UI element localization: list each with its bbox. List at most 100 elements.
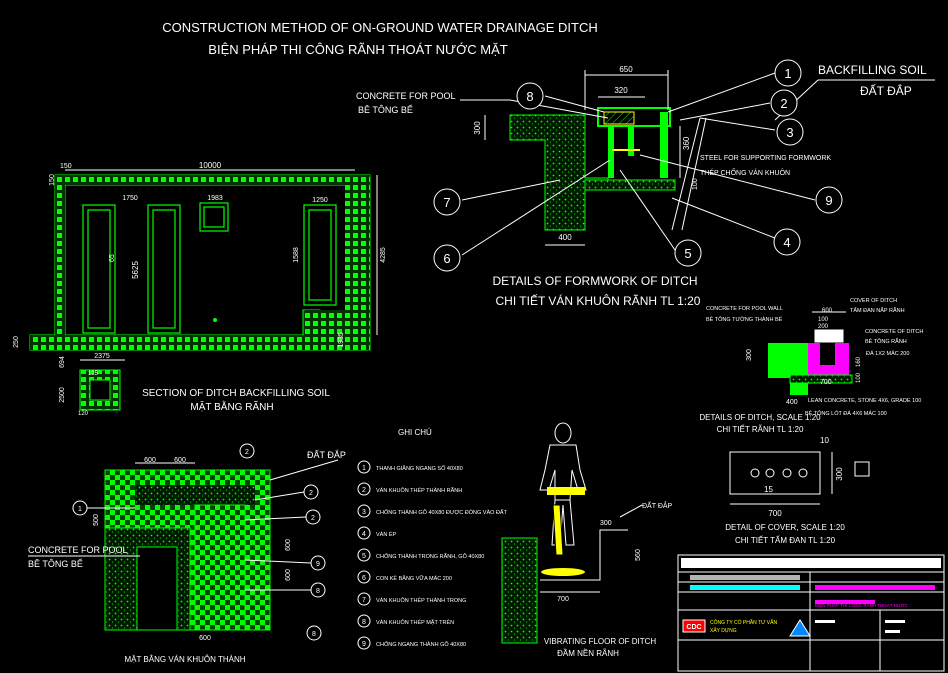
dim-5625: 5625	[131, 261, 140, 279]
title-block[interactable]: CDC CÔNG TY CỔ PHẦN TƯ VẤN XÂY DỰNG BIỆN…	[677, 554, 945, 672]
fp-backfill-label: ĐẤT ĐẮP	[307, 450, 346, 460]
ditch-formwork-floor	[808, 365, 849, 375]
tb-logo-text: CDC	[686, 624, 701, 631]
ditch-dim-50: 50	[822, 335, 829, 341]
bubble-5[interactable]: 5	[674, 239, 702, 267]
vib-caption: VIBRATING FLOOR OF DITCH	[544, 637, 657, 646]
fp-bubble-2-top[interactable]: 2	[239, 443, 255, 459]
bubble-7[interactable]: 7	[433, 188, 461, 216]
vib-dim-560: 560	[635, 549, 642, 561]
note-text: CON KÊ BẰNG VỮA MÁC 200	[376, 574, 452, 582]
concrete-wall-label-vn: BÊ TÔNG TƯỜNG THÀNH BỂ	[706, 315, 783, 323]
bubble-1[interactable]: 1	[774, 59, 802, 87]
note-number-bubble	[357, 548, 371, 562]
inner-wall-right	[628, 126, 634, 156]
note-text: VÁN KHUÔN THÉP THÀNH TRONG	[376, 597, 466, 604]
note-text: THANH GIẰNG NGANG SỐ 40X80	[376, 464, 463, 472]
bubble-4[interactable]: 4	[773, 228, 801, 256]
note-number: 2	[362, 487, 366, 494]
note-text: VÁN ÉP	[376, 531, 397, 538]
ditch-detail[interactable]: 600 100 200 50 300 400 700 160 100 CONCR…	[699, 298, 923, 434]
steel-support-label: STEEL FOR SUPPORTING FORMWORK	[700, 155, 831, 162]
note-number-bubble	[357, 592, 371, 606]
fp-bubble-8a[interactable]: 8	[310, 582, 326, 598]
cover-label: COVER OF DITCH	[850, 298, 897, 304]
small-plan-block	[79, 369, 121, 411]
vib-caption-vn: ĐẦM NỀN RÃNH	[557, 648, 619, 658]
ditch-plan-view[interactable]: 10000 150 1750 1983 1250 5625 65 1588 42…	[13, 161, 387, 417]
cover-hole-4	[798, 468, 808, 478]
cover-detail[interactable]: 10 15 700 300 DETAIL OF COVER, SCALE 1:2…	[725, 436, 870, 545]
note-number-bubble	[357, 570, 371, 584]
fp-bubble-1[interactable]: 1	[72, 500, 88, 516]
dim-1750: 1750	[122, 195, 138, 202]
concrete-ditch-label-vn: BÊ TÔNG RÃNH	[865, 337, 907, 345]
note-number: 9	[362, 641, 366, 648]
svg-text:9: 9	[825, 193, 832, 208]
plan-caption-vn: MẶT BẰNG RÃNH	[190, 400, 273, 413]
note-number-bubble	[357, 614, 371, 628]
concrete-ditch-label: CONCRETE OF DITCH	[865, 329, 923, 335]
note-number-bubble	[357, 504, 371, 518]
note-number-bubble	[357, 482, 371, 496]
tb-logo	[682, 619, 706, 633]
formwork-plan[interactable]: 600 600 500 600 600 600 ĐẤT ĐẮP CONCRETE…	[28, 443, 346, 664]
dim-10000: 10000	[199, 161, 222, 170]
fp-bubble-8b[interactable]: 8	[306, 625, 322, 641]
bubble-9[interactable]: 9	[815, 186, 843, 214]
plan-pit-1-inner	[87, 209, 111, 329]
vib-dim-700: 700	[557, 596, 569, 603]
fp-bubble-2b[interactable]: 2	[305, 509, 321, 525]
bubble-2[interactable]: 2	[770, 89, 798, 117]
cover-dim-15: 15	[764, 485, 773, 494]
svg-text:8: 8	[312, 631, 316, 638]
fp-bubble-9[interactable]: 9	[310, 555, 326, 571]
vibrator-plate	[541, 568, 585, 576]
formwork-caption: DETAILS OF FORMWORK OF DITCH	[492, 274, 697, 288]
fp-bubble-2a[interactable]: 2	[303, 484, 319, 500]
backfill-label: BACKFILLING SOIL	[818, 63, 927, 77]
svg-text:8: 8	[526, 89, 533, 104]
note-text: CHỐNG THÀNH TRONG RÃNH, GỖ 40X80	[376, 553, 484, 560]
dim-120: 120	[78, 411, 89, 417]
notes-heading: GHI CHÚ	[398, 428, 432, 437]
note-number: 5	[362, 553, 366, 560]
cover-hole-1	[750, 468, 760, 478]
note-number-bubble	[357, 526, 371, 540]
dim-300: 300	[473, 121, 482, 135]
fp-dim-600d: 600	[285, 569, 292, 581]
ditch-dim-300: 300	[746, 349, 753, 361]
fp-dim-500: 500	[93, 514, 100, 526]
dim-360: 360	[682, 136, 691, 150]
formwork-concrete-section	[509, 114, 609, 231]
bubble-3[interactable]: 3	[776, 118, 804, 146]
svg-text:2: 2	[311, 515, 315, 522]
title-vn: BIỆN PHÁP THI CÔNG RÃNH THOÁT NƯỚC MẶT	[208, 42, 507, 57]
svg-text:2: 2	[245, 449, 249, 456]
tb-row-c	[815, 585, 935, 590]
formwork-detail[interactable]: 650 320 300 360 100 400 CONCRETE FOR POO…	[356, 59, 935, 308]
worker-figure	[539, 422, 587, 546]
note-text: CHỐNG THÀNH GỖ 40X80 ĐƯỢC ĐÓNG VÀO ĐẤT	[376, 509, 508, 516]
vibrator-handle	[547, 487, 585, 495]
bubble-8[interactable]: 8	[516, 82, 544, 110]
note-item: 9 CHỐNG NGANG THÀNH GỖ 40X80	[357, 636, 466, 650]
formwork-caption-vn: CHI TIẾT VÁN KHUÔN RÃNH TL 1:20	[496, 293, 701, 308]
ditch-dim-100b: 100	[856, 372, 862, 383]
plan-pit-2	[147, 204, 181, 334]
dim-65: 65	[109, 254, 116, 262]
bubble-6[interactable]: 6	[433, 244, 461, 272]
dim-400: 400	[558, 233, 572, 242]
note-text: CHỐNG NGANG THÀNH GỖ 40X80	[376, 641, 466, 648]
fp-dim-600b: 600	[174, 457, 186, 464]
vib-backfill-label: ĐẤT ĐẮP	[642, 500, 673, 510]
lean-concrete-layer	[789, 374, 853, 384]
fp-concrete-label-vn: BÊ TÔNG BỂ	[28, 558, 83, 569]
formwork-plan-top	[135, 485, 255, 505]
fp-concrete-label: CONCRETE FOR POOL	[28, 545, 128, 555]
vibrating-detail[interactable]: ĐẤT ĐẮP 300 560 700 VIBRATING FLOOR OF D…	[501, 422, 673, 658]
